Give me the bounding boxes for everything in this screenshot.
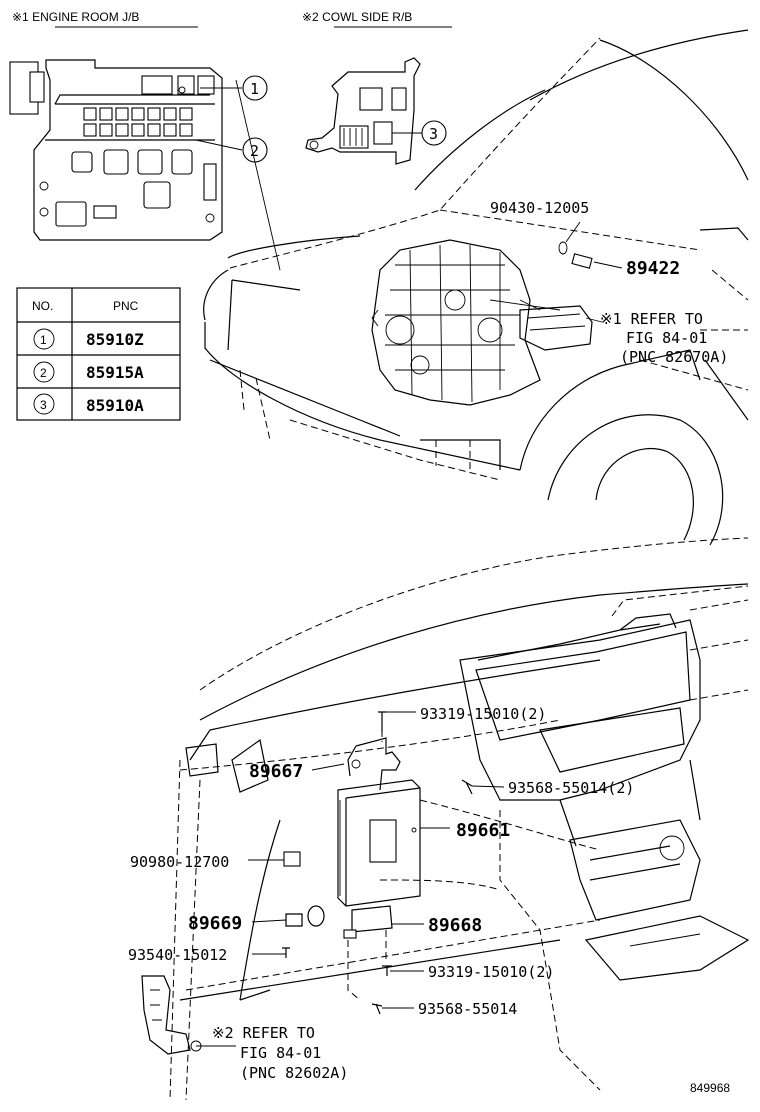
table-header-pnc: PNC xyxy=(113,299,139,313)
part-93319-15010-upper: 93319-15010(2) xyxy=(420,705,546,723)
ref1-line1: ※1 REFER TO xyxy=(600,310,703,328)
callout-3-label: 3 xyxy=(429,125,438,143)
part-93568-55014-upper: 93568-55014(2) xyxy=(508,779,634,797)
part-89669: 89669 xyxy=(188,913,242,934)
callout-circle-1 xyxy=(242,75,268,101)
cowl-side-rb-caption: ※2 COWL SIDE R/B xyxy=(302,10,412,24)
ecu-89661-drawing xyxy=(282,711,473,1015)
part-89661: 89661 xyxy=(456,820,510,841)
engine-room-jb-caption: ※1 ENGINE ROOM J/B xyxy=(12,10,139,24)
vehicle-front-drawing xyxy=(203,29,749,546)
part-93540-15012: 93540-15012 xyxy=(128,946,227,964)
ref2-line2: FIG 84-01 xyxy=(240,1044,321,1062)
table-header-no: NO. xyxy=(32,299,53,313)
cowl-side-relay-block xyxy=(305,57,421,165)
table-row-3-pnc: 85910A xyxy=(86,396,144,415)
dashboard-interior-drawing xyxy=(141,537,750,1101)
callout-circle-3 xyxy=(421,120,447,146)
callout-1-label: 1 xyxy=(250,80,259,98)
part-93319-15010-lower: 93319-15010(2) xyxy=(428,963,554,981)
table-row-3-no: 3 xyxy=(40,398,47,412)
figure-number: 849968 xyxy=(690,1081,730,1095)
part-89422: 89422 xyxy=(626,258,680,279)
ref2-line1: ※2 REFER TO xyxy=(212,1024,315,1042)
part-89668: 89668 xyxy=(428,915,482,936)
engine-room-junction-block xyxy=(9,59,223,241)
part-90430-12005: 90430-12005 xyxy=(490,199,589,217)
pnc-table: NO. PNC 1 85910Z 2 85915A 3 85910A xyxy=(16,287,181,421)
ref1-line2: FIG 84-01 xyxy=(626,329,707,347)
table-row-1-pnc: 85910Z xyxy=(86,330,144,349)
callout-2-label: 2 xyxy=(250,142,259,160)
part-89667: 89667 xyxy=(249,761,303,782)
ref1-line3: (PNC 82670A) xyxy=(620,348,728,366)
part-90980-12700: 90980-12700 xyxy=(130,853,229,871)
table-row-1-no: 1 xyxy=(40,333,47,347)
table-row-2-no: 2 xyxy=(40,366,47,380)
part-93568-55014-lower: 93568-55014 xyxy=(418,1000,517,1018)
table-row-2-pnc: 85915A xyxy=(86,363,144,382)
ref2-line3: (PNC 82602A) xyxy=(240,1064,348,1082)
